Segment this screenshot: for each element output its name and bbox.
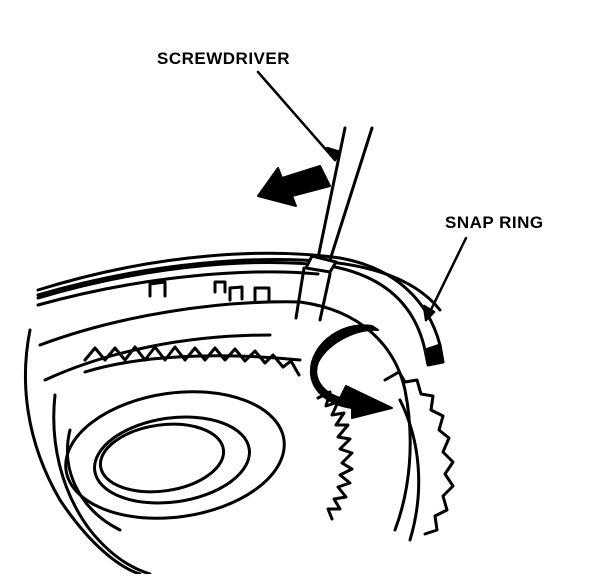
screwdriver-label: SCREWDRIVER	[157, 49, 291, 68]
screwdriver	[294, 126, 374, 322]
snap-ring-label: SNAP RING	[445, 213, 544, 232]
clutch-plates	[148, 280, 455, 542]
rotate-arrow	[309, 324, 393, 419]
clutch-gear	[83, 345, 354, 521]
snap-ring	[36, 251, 445, 367]
drum-housing	[23, 258, 442, 576]
hub-bore	[64, 390, 286, 532]
push-left-arrow	[257, 165, 331, 207]
leader-lines	[256, 70, 468, 322]
